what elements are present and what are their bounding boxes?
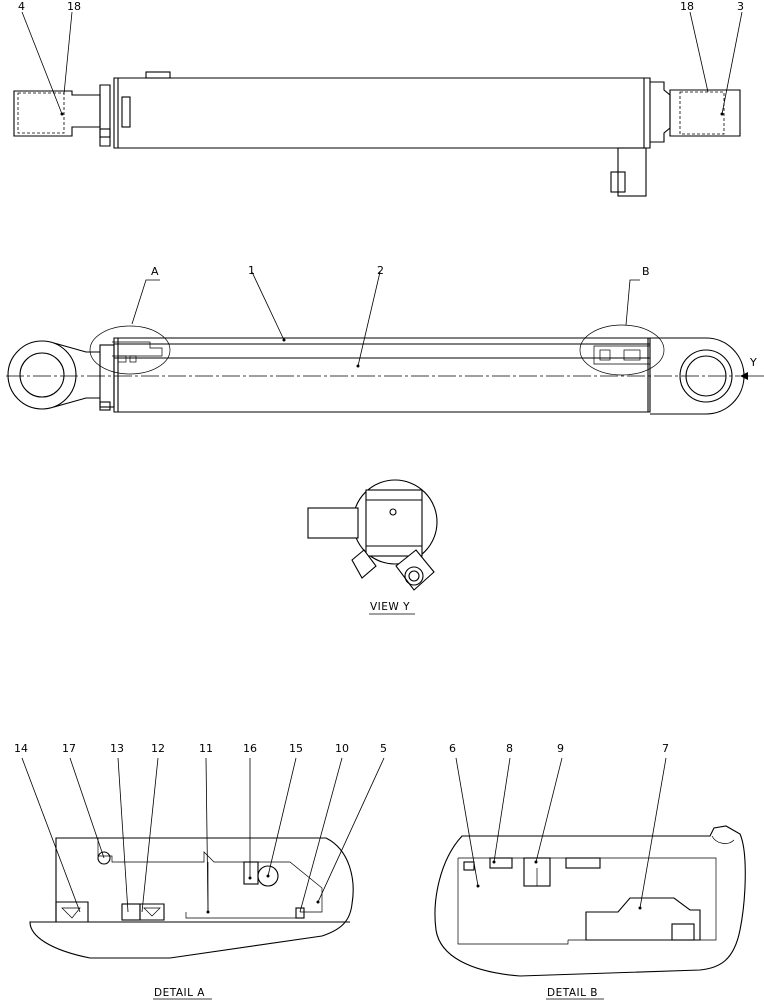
detail-a-caption: DETAIL A [154, 987, 205, 999]
detail-a [21, 757, 385, 959]
callout-detail-a-13: 13 [110, 742, 124, 755]
detail-b [434, 757, 746, 977]
callout-top-right-18: 18 [680, 0, 694, 13]
callout-detail-a-5: 5 [380, 742, 387, 755]
callout-barrel-1: 1 [248, 264, 255, 277]
callout-detail-b-marker: B [642, 265, 650, 278]
callout-detail-a-11: 11 [199, 742, 213, 755]
callout-detail-a-marker: A [151, 265, 159, 278]
callout-top-left-18: 18 [67, 0, 81, 13]
callout-detail-a-12: 12 [151, 742, 165, 755]
callout-detail-b-7: 7 [662, 742, 669, 755]
side-view [6, 271, 764, 415]
callout-detail-b-9: 9 [557, 742, 564, 755]
callout-detail-a-15: 15 [289, 742, 303, 755]
callout-detail-a-16: 16 [243, 742, 257, 755]
detail-b-caption: DETAIL B [547, 987, 598, 999]
top-view [13, 11, 743, 197]
callout-top-left-4: 4 [18, 0, 25, 13]
callout-top-right-3: 3 [737, 0, 744, 13]
callout-detail-a-14: 14 [14, 742, 28, 755]
callout-detail-a-10: 10 [335, 742, 349, 755]
callout-detail-a-17: 17 [62, 742, 76, 755]
view-y-caption: VIEW Y [370, 601, 410, 613]
callout-rod-2: 2 [377, 264, 384, 277]
callout-detail-b-8: 8 [506, 742, 513, 755]
view-y [307, 479, 438, 591]
callout-view-y-arrow: Y [749, 356, 757, 369]
callout-detail-b-6: 6 [449, 742, 456, 755]
